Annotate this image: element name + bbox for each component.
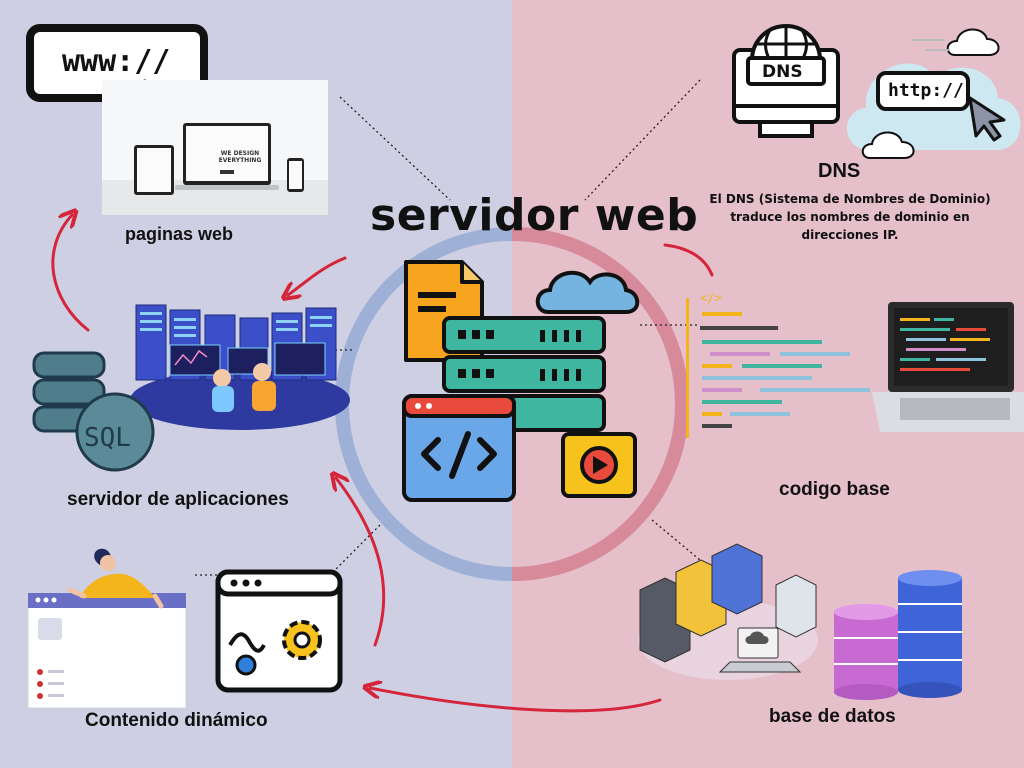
- mockup-headline: WE DESIGN EVERYTHING: [218, 150, 262, 164]
- flow-arrows: [51, 215, 714, 713]
- code-lines-graphic: </>: [686, 291, 870, 438]
- http-url-text: http://: [888, 80, 964, 101]
- http-cloud-icon: [846, 28, 1021, 159]
- gear-window-icon: [215, 569, 343, 693]
- label-dns: DNS: [818, 160, 861, 182]
- label-codigo-base: codigo base: [779, 479, 890, 500]
- website-mockup-image: [102, 80, 328, 215]
- label-paginas-web: paginas web: [125, 224, 234, 244]
- www-url-text: www://: [62, 44, 171, 79]
- data-center-illustration: [130, 304, 350, 430]
- dns-monitor-text: DNS: [762, 62, 803, 82]
- sql-text: SQL: [84, 423, 131, 453]
- svg-text:</>: </>: [700, 291, 722, 305]
- dynamic-content-illustration: [27, 548, 187, 709]
- web-server-icon: [402, 260, 640, 502]
- label-contenido-dinamico: Contenido dinámico: [85, 710, 268, 731]
- sql-database-icon: [32, 351, 155, 472]
- dns-description: El DNS (Sistema de Nombres de Dominio) t…: [709, 192, 991, 242]
- diagram-title: servidor web: [370, 190, 699, 241]
- database-cylinders-icon: [834, 570, 962, 700]
- label-base-datos: base de datos: [769, 706, 896, 727]
- dns-monitor-icon: [732, 24, 840, 138]
- laptop-code-icon: [872, 302, 1024, 432]
- label-servidor-aplicaciones: servidor de aplicaciones: [67, 489, 289, 510]
- database-servers-illustration: [638, 543, 818, 680]
